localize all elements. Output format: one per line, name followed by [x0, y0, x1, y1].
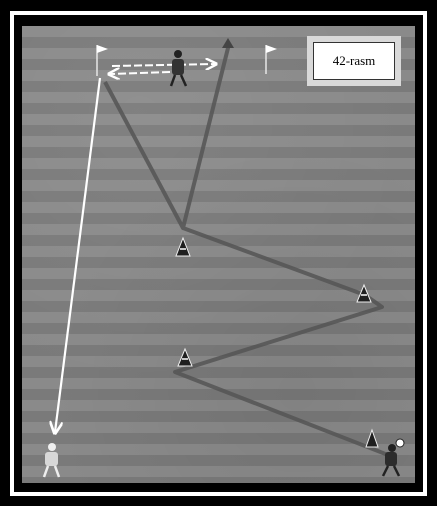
cone-icon [177, 347, 193, 367]
player-icon [42, 443, 61, 478]
pass-arrow-left [110, 72, 171, 74]
ball-icon [395, 438, 405, 448]
flag-icon [96, 45, 108, 76]
cone-icon [222, 38, 234, 48]
player-icon [169, 50, 188, 87]
training-field [22, 26, 415, 483]
flag-icon [265, 45, 277, 74]
player-icon [365, 428, 401, 477]
cone-icon [356, 283, 372, 303]
running-route [103, 46, 389, 457]
pass-arrow-right [111, 64, 215, 66]
figure-label-box: 42-rasm [307, 36, 401, 86]
cone-icon [175, 236, 191, 257]
figure-label: 42-rasm [313, 42, 395, 80]
long-pass-arrow [55, 77, 102, 432]
